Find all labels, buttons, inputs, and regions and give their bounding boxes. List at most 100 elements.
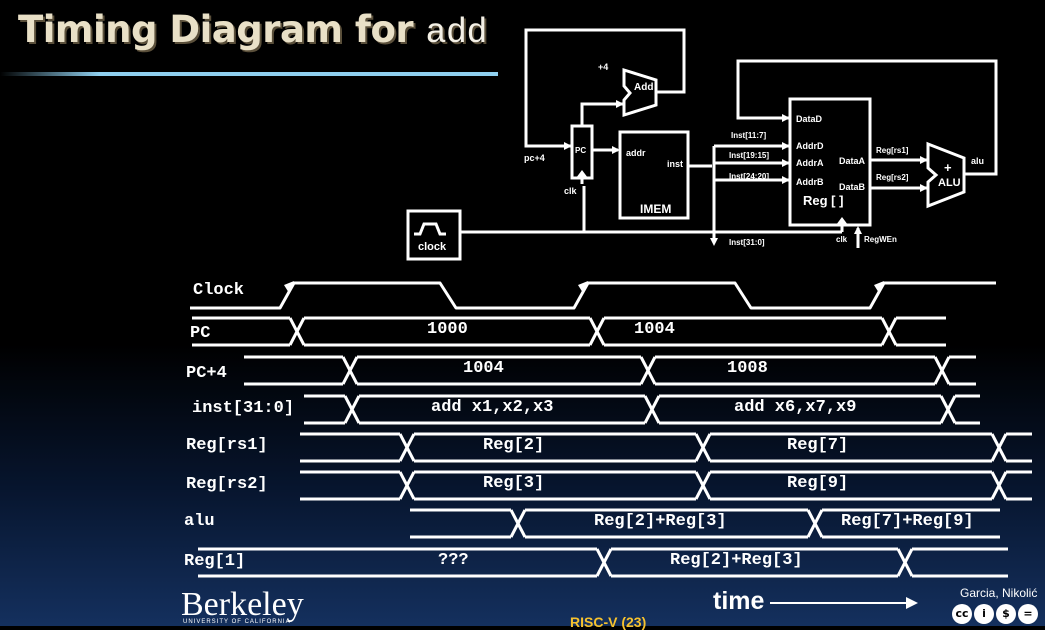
pc-plus4-label: pc+4 (524, 153, 545, 163)
signal-inst: inst[31:0] (192, 399, 295, 418)
inst-11-7-label: Inst[11:7] (731, 131, 767, 140)
berkeley-logo-text: Berkeley (181, 586, 304, 623)
signal-reg1: Reg[1] (184, 552, 246, 571)
reg-rs1-waveform (300, 432, 1032, 463)
berkeley-logo: Berkeley (181, 588, 304, 622)
data-d-arrowhead (782, 114, 790, 122)
data-a-label: DataA (839, 156, 866, 166)
attribution-icon: i (974, 604, 994, 624)
clock-waveform (190, 281, 996, 310)
adder-input-arrowhead (616, 100, 624, 108)
title-underline (0, 72, 498, 76)
value-pc-b: 1004 (634, 320, 675, 339)
inst-24-20-label: Inst[24:20] (729, 172, 770, 181)
alu-plus-label: + (944, 160, 952, 175)
cc-icon: cc (952, 604, 972, 624)
pc-clk-triangle (576, 170, 588, 178)
signal-alu: alu (184, 512, 215, 531)
clock-edge-arrow-1 (284, 281, 294, 293)
inst-31-0-label: Inst[31:0] (729, 238, 765, 247)
reg-rs2-waveform (300, 470, 1032, 501)
reg-clk-label: clk (836, 235, 848, 244)
reg-clk-triangle (836, 217, 848, 225)
alu-out-label: alu (971, 156, 985, 166)
inst-bus-down-arrowhead (710, 238, 718, 246)
pc-label: PC (575, 146, 587, 155)
slide-title-text: Timing Diagram for (18, 8, 426, 51)
slide-title: Timing Diagram for add (18, 8, 488, 53)
value-pc-a: 1000 (427, 320, 468, 339)
value-reg1-b: Reg[2]+Reg[3] (670, 551, 803, 570)
regwen-arrowhead (854, 226, 862, 234)
value-pc4-a: 1004 (463, 359, 504, 378)
signal-pc: PC (190, 324, 211, 343)
reg-rs2-wire-label: Reg[rs2] (876, 173, 909, 182)
signal-clock: Clock (193, 281, 245, 300)
pc-waveform (192, 316, 946, 347)
cc-license-badge: cc i $ = (952, 604, 1038, 624)
writeback-wire (736, 59, 998, 176)
authors: Garcia, Nikolić (960, 586, 1038, 600)
inst-waveform (304, 394, 980, 425)
addr-d-label: AddrD (796, 141, 824, 151)
alu-a-arrowhead (920, 156, 928, 164)
plus4-label: +4 (598, 62, 609, 72)
inst-19-15-arrowhead (782, 159, 790, 167)
slide-title-code: add (425, 13, 488, 53)
addr-a-label: AddrA (796, 158, 824, 168)
page-number: RISC-V (23) (570, 614, 647, 630)
value-inst-a: add x1,x2,x3 (431, 398, 554, 417)
inst-24-20-arrowhead (782, 176, 790, 184)
value-rs1-a: Reg[2] (483, 436, 545, 455)
pc-to-adder-wire (580, 102, 624, 126)
reg1-waveform (198, 547, 1008, 578)
inst-11-7-arrowhead (782, 142, 790, 150)
berkeley-logo-sub: UNIVERSITY OF CALIFORNIA (183, 619, 291, 625)
clock-edge-arrow-3 (874, 281, 884, 293)
value-rs1-b: Reg[7] (787, 436, 849, 455)
register-file-block (788, 97, 872, 227)
inst-19-15-label: Inst[19:15] (729, 151, 770, 160)
value-inst-b: add x6,x7,x9 (734, 398, 857, 417)
adder-label: Add (634, 82, 654, 93)
signal-pc4: PC+4 (186, 364, 227, 383)
value-rs2-a: Reg[3] (483, 474, 545, 493)
adder-feedback-wire (524, 28, 686, 148)
value-reg1-a: ??? (438, 551, 469, 570)
alu-b-arrowhead (920, 184, 928, 192)
time-arrowhead (906, 597, 918, 609)
clock-edge-arrow-2 (578, 281, 588, 293)
time-label: time (713, 587, 765, 615)
pc4-waveform (244, 355, 976, 386)
imem-block (618, 130, 690, 220)
reg-file-label: Reg [ ] (803, 193, 844, 208)
adder-shape (622, 67, 658, 118)
noderivs-icon: = (1018, 604, 1038, 624)
data-d-label: DataD (796, 114, 823, 124)
reg-rs1-wire-label: Reg[rs1] (876, 146, 909, 155)
noncommercial-icon: $ (996, 604, 1016, 624)
clock-waveform-icon (414, 222, 446, 236)
alu-label: ALU (938, 177, 961, 189)
pc-clk-label: clk (564, 186, 577, 196)
imem-input-arrowhead (612, 146, 620, 154)
signal-reg-rs1: Reg[rs1] (186, 436, 268, 455)
imem-inst-label: inst (667, 159, 684, 169)
addr-b-label: AddrB (796, 177, 824, 187)
alu-waveform (410, 508, 1000, 539)
data-b-label: DataB (839, 182, 866, 192)
alu-shape (926, 141, 966, 209)
signal-reg-rs2: Reg[rs2] (186, 475, 268, 494)
value-alu-a: Reg[2]+Reg[3] (594, 512, 727, 531)
regwen-label: RegWEn (864, 235, 897, 244)
value-rs2-b: Reg[9] (787, 474, 849, 493)
clock-block-label: clock (418, 241, 447, 253)
clock-block (406, 209, 462, 261)
imem-label: IMEM (640, 202, 672, 216)
imem-addr-label: addr (626, 148, 646, 158)
value-pc4-b: 1008 (727, 359, 768, 378)
value-alu-b: Reg[7]+Reg[9] (841, 512, 974, 531)
pc-input-arrowhead (564, 142, 572, 150)
